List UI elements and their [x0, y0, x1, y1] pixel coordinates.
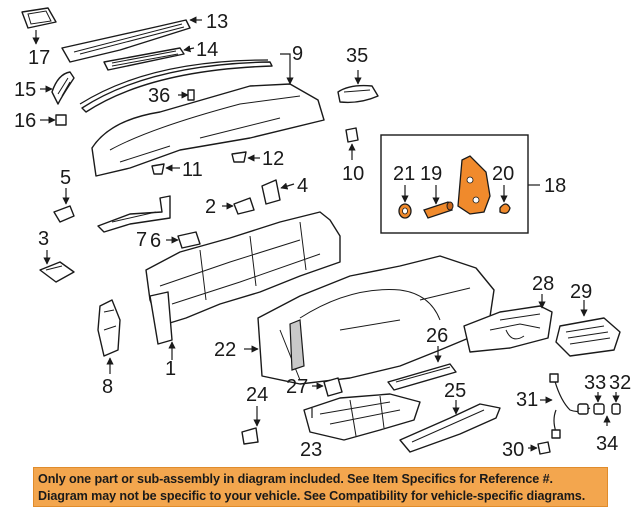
part-15-speaker-grille	[40, 71, 75, 105]
part-4-bracket	[261, 179, 295, 205]
part-36-clip	[178, 89, 195, 101]
callout-29: 29	[570, 281, 592, 303]
part-5-bracket	[53, 188, 75, 223]
part-12-clip	[231, 151, 260, 163]
disclaimer-banner: Only one part or sub-assembly in diagram…	[33, 467, 608, 507]
part-16-clip	[40, 114, 67, 126]
callout-13: 13	[206, 11, 228, 33]
callout-11: 11	[182, 159, 203, 181]
part-18-assembly-box	[380, 134, 540, 234]
callout-35: 35	[346, 45, 368, 67]
part-7-bracket	[97, 195, 171, 233]
part-9-instrument-panel-upper-pad	[79, 53, 325, 177]
disclaimer-line-2: Diagram may not be specific to your vehi…	[38, 489, 586, 503]
part-10-bracket	[345, 127, 359, 160]
part-33-socket	[593, 392, 605, 415]
callout-34: 34	[596, 433, 618, 455]
part-30-connector	[528, 441, 551, 455]
callout-33: 33	[584, 372, 606, 394]
part-24-clip	[241, 406, 261, 445]
callout-7: 7	[136, 229, 147, 251]
callout-5: 5	[60, 167, 71, 189]
part-26-trim-strip	[387, 346, 457, 391]
callout-2: 2	[205, 196, 216, 218]
callout-8: 8	[102, 376, 113, 398]
part-8-side-bracket	[97, 299, 121, 374]
callout-labels: 17 13 14 15 16 9 36 35 10 11 12 5 2 4 3 …	[14, 11, 631, 461]
callout-10: 10	[342, 163, 364, 185]
callout-1: 1	[165, 358, 176, 380]
callout-28: 28	[532, 273, 554, 295]
callout-18: 18	[544, 175, 566, 197]
callout-25: 25	[444, 380, 466, 402]
callout-3: 3	[38, 228, 49, 250]
part-13-defroster-grille	[61, 16, 202, 63]
part-11-clip	[151, 163, 180, 175]
part-18-bracket-plate	[457, 155, 491, 215]
part-32-bulb	[611, 392, 621, 415]
part-20-clip	[499, 185, 511, 214]
callout-36: 36	[148, 85, 170, 107]
callout-26: 26	[426, 325, 448, 347]
part-1-cross-car-beam	[145, 211, 341, 360]
part-17-pad	[21, 7, 57, 45]
part-6-bracket	[166, 231, 201, 249]
callout-21: 21	[393, 163, 415, 185]
part-28-trim-panel	[463, 294, 553, 353]
part-19-pin	[423, 185, 454, 219]
callout-27: 27	[286, 376, 308, 398]
callout-14: 14	[196, 39, 218, 61]
callout-31: 31	[516, 389, 538, 411]
part-25-trim-molding	[399, 400, 501, 453]
callout-17: 17	[28, 47, 50, 69]
callout-9: 9	[292, 43, 303, 65]
callout-4: 4	[297, 175, 308, 197]
callout-30: 30	[502, 439, 524, 461]
part-34-socket	[577, 403, 611, 426]
part-14-vent-grille	[103, 45, 195, 71]
disclaimer-line-1: Only one part or sub-assembly in diagram…	[38, 472, 553, 486]
callout-19: 19	[420, 163, 442, 185]
callout-23: 23	[300, 439, 322, 461]
part-27-bracket	[312, 377, 343, 397]
part-2-bracket	[222, 197, 255, 215]
part-29-glove-box-door	[555, 300, 621, 357]
callout-15: 15	[14, 79, 36, 101]
callout-24: 24	[246, 384, 268, 406]
part-22-instrument-panel	[244, 255, 495, 385]
callout-22: 22	[214, 339, 236, 361]
callout-20: 20	[492, 163, 514, 185]
part-23-lower-panel	[303, 393, 421, 441]
callout-12: 12	[262, 148, 284, 170]
part-35-sensor	[337, 70, 379, 104]
part-3-bracket	[39, 250, 75, 283]
callout-32: 32	[609, 372, 631, 394]
callout-16: 16	[14, 110, 36, 132]
callout-6: 6	[150, 230, 161, 252]
